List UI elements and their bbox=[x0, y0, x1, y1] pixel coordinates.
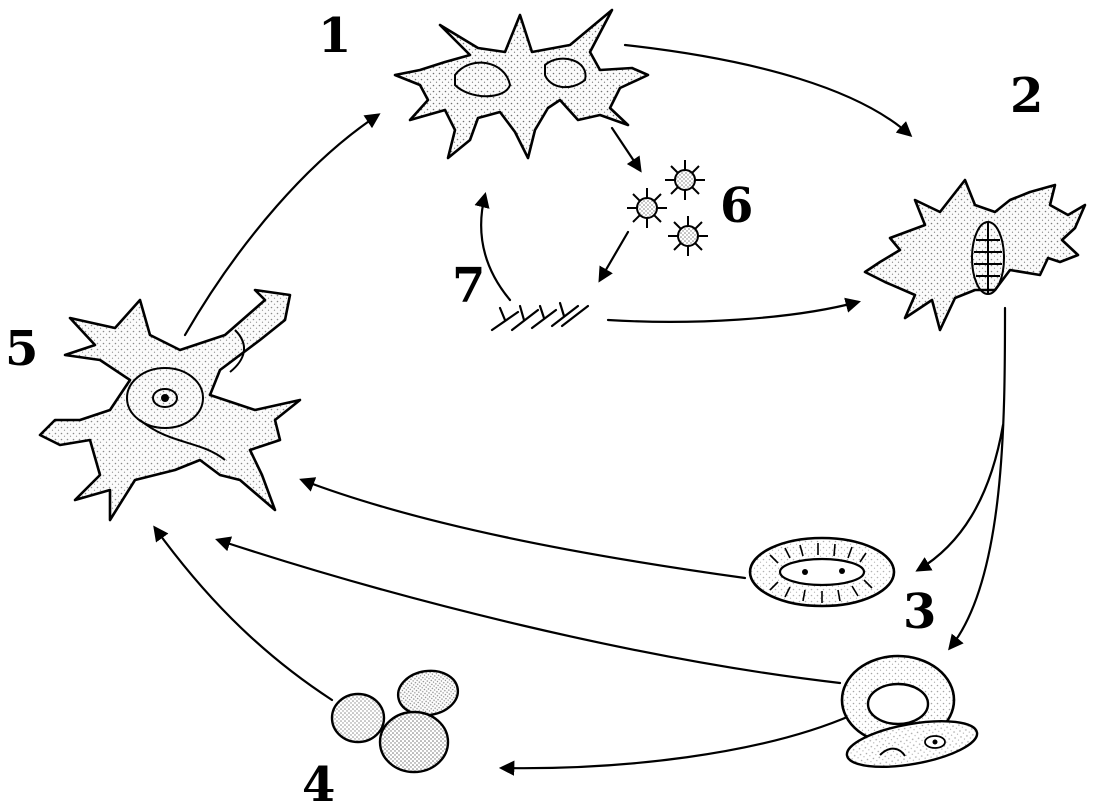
stage-2-cell bbox=[860, 175, 1090, 335]
edge-7-to-2 bbox=[608, 302, 858, 322]
edge-3b-to-5 bbox=[218, 540, 840, 683]
label-stage-6: 6 bbox=[720, 178, 753, 234]
label-stage-1: 1 bbox=[318, 8, 351, 64]
edge-3b-to-4 bbox=[502, 715, 852, 768]
stage-6-star-1 bbox=[665, 160, 705, 200]
edge-7-to-1 bbox=[481, 195, 510, 300]
edge-6-to-7 bbox=[600, 232, 628, 280]
stage-6-star-3 bbox=[668, 216, 708, 256]
stage-3b-cysts bbox=[842, 656, 980, 775]
edge-1-to-6 bbox=[612, 128, 640, 170]
stage-3-cyst bbox=[750, 538, 894, 606]
stage-5-cell bbox=[35, 285, 305, 525]
edge-2-to-3b bbox=[950, 308, 1005, 648]
label-stage-4: 4 bbox=[302, 757, 335, 805]
edge-4-to-5 bbox=[155, 528, 332, 700]
edge-3-to-5 bbox=[302, 480, 745, 578]
label-stage-3: 3 bbox=[903, 584, 936, 640]
stage-1-cell bbox=[395, 10, 655, 165]
edge-1-to-2 bbox=[625, 45, 910, 135]
label-stage-2: 2 bbox=[1010, 68, 1043, 124]
label-stage-7: 7 bbox=[452, 258, 485, 314]
stage-6-star-2 bbox=[627, 188, 667, 228]
stage-7-forms bbox=[492, 303, 588, 330]
stage-4-spores bbox=[332, 667, 461, 772]
stage-6-cells bbox=[627, 160, 708, 256]
label-stage-5: 5 bbox=[5, 321, 38, 377]
